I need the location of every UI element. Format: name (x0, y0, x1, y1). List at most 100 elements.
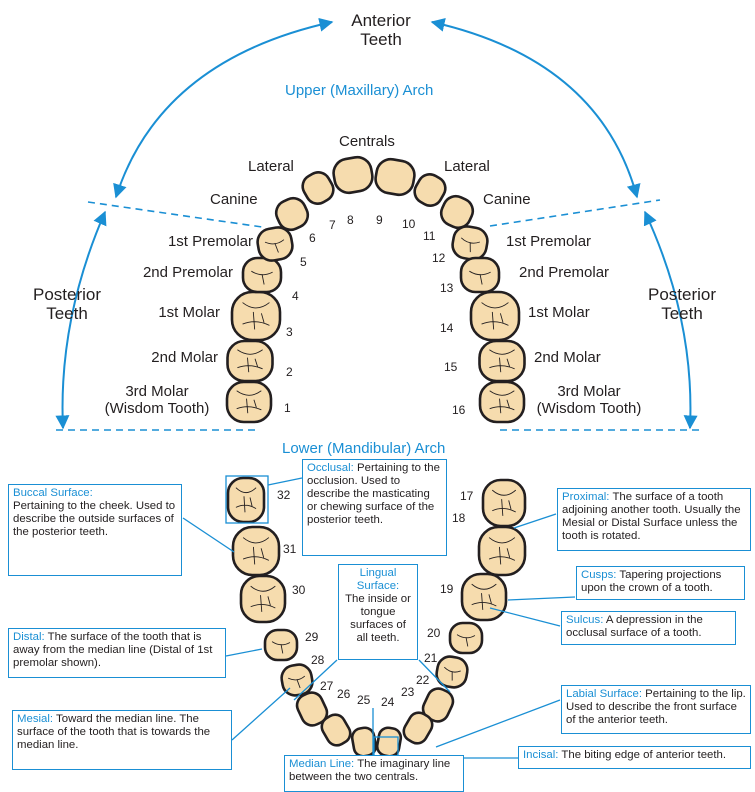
label-premolar2-left: 2nd Premolar (142, 264, 233, 281)
posterior-left-line2: Teeth (46, 304, 88, 323)
labial-text: Pertaining to the lip. Used to describe … (566, 688, 746, 726)
lower-tooth-21 (435, 655, 469, 689)
tooth-number-1: 1 (284, 401, 291, 415)
posterior-teeth-heading-left: Posterior Teeth (22, 285, 112, 323)
tooth-number-16: 16 (452, 403, 466, 417)
occlusal-text: Pertaining to the occlusion. Used to des… (307, 462, 440, 526)
lower-arch-teeth (226, 476, 527, 758)
tooth-number-25: 25 (357, 693, 371, 707)
upper-arch-teeth (225, 155, 526, 424)
posterior-teeth-heading-right: Posterior Teeth (637, 285, 727, 323)
label-premolar1-right: 1st Premolar (506, 233, 592, 250)
upper-tooth-10 (413, 173, 447, 207)
tooth-number-14: 14 (440, 321, 454, 335)
lower-tooth-29 (263, 628, 299, 662)
tooth-number-20: 20 (427, 626, 441, 640)
highlight-box-tooth-32 (225, 475, 269, 524)
anterior-posterior-divider-right (489, 199, 661, 227)
tooth-number-19: 19 (440, 582, 454, 596)
anterior-teeth-heading: Anterior Teeth (340, 11, 422, 49)
proximal-connector (513, 513, 557, 529)
posterior-arc-left (55, 210, 107, 430)
label-centrals: Centrals (339, 133, 395, 150)
proximal-text: The surface of a tooth adjoining another… (562, 491, 741, 542)
upper-tooth-11 (439, 194, 475, 230)
lingual-surface-box: Lingual Surface: The inside or tongue su… (338, 564, 418, 660)
distal-connector (225, 648, 263, 657)
tooth-number-11: 11 (423, 229, 436, 243)
tooth-number-10: 10 (402, 217, 416, 231)
incisal-box: Incisal: The biting edge of anterior tee… (518, 746, 751, 769)
upper-tooth-6 (274, 196, 310, 232)
upper-tooth-3 (230, 290, 282, 342)
distal-box: Distal: The surface of the tooth that is… (8, 628, 226, 678)
tooth-number-21: 21 (424, 651, 438, 665)
tooth-number-9: 9 (376, 213, 383, 227)
mesial-connector (231, 687, 291, 741)
lower-arch-title: Lower (Mandibular) Arch (282, 440, 446, 457)
label-lateral-left: Lateral (248, 158, 294, 175)
label-molar1-right: 1st Molar (528, 304, 590, 321)
distal-term: Distal: (13, 631, 45, 643)
upper-tooth-7 (301, 171, 335, 205)
sulcus-box: Sulcus: A depression in the occlusal sur… (561, 611, 736, 645)
mesial-text: Toward the median line. The surface of t… (17, 713, 211, 751)
anterior-posterior-divider-left (87, 201, 263, 228)
upper-tooth-4 (241, 256, 283, 294)
tooth-number-24: 24 (381, 695, 395, 709)
upper-tooth-1 (225, 380, 273, 424)
tooth-number-17: 17 (460, 489, 474, 503)
sulcus-term: Sulcus: (566, 614, 604, 626)
tooth-number-12: 12 (432, 251, 446, 265)
lingual-text: The inside or tongue surfaces of all tee… (345, 593, 411, 644)
tooth-number-2: 2 (286, 365, 293, 379)
lower-tooth-17 (481, 478, 527, 528)
incisal-text: The biting edge of anterior teeth. (558, 749, 727, 761)
posterior-right-line2: Teeth (661, 304, 703, 323)
tooth-number-15: 15 (444, 360, 458, 374)
cusps-box: Cusps: Tapering projections upon the cro… (576, 566, 745, 600)
lower-tooth-30 (239, 574, 287, 624)
lingual-connector-right (418, 659, 451, 693)
tooth-number-27: 27 (320, 679, 334, 693)
posterior-left-line1: Posterior (32, 285, 102, 304)
tooth-number-13: 13 (440, 281, 454, 295)
buccal-connector (182, 517, 235, 553)
label-canine-left: Canine (210, 191, 258, 208)
anterior-line2: Teeth (360, 30, 402, 49)
lower-tooth-23 (402, 711, 434, 745)
proximal-box: Proximal: The surface of a tooth adjoini… (557, 488, 751, 551)
tooth-number-18: 18 (452, 511, 466, 525)
cusps-connector (507, 596, 576, 601)
mesial-box: Mesial: Toward the median line. The surf… (12, 710, 232, 770)
anterior-arc-left (113, 17, 334, 199)
tooth-number-26: 26 (337, 687, 351, 701)
occlusal-box: Occlusal: Pertaining to the occlusion. U… (302, 459, 447, 556)
upper-tooth-15 (478, 339, 526, 383)
labial-term: Labial Surface: (566, 688, 642, 700)
occlusal-connector (267, 477, 303, 486)
posterior-arc-right (643, 210, 698, 430)
label-molar3-right: 3rd Molar (Wisdom Tooth) (524, 383, 654, 417)
mesial-term: Mesial: (17, 713, 54, 725)
label-molar1-left: 1st Molar (158, 304, 220, 321)
tooth-number-23: 23 (401, 685, 415, 699)
upper-tooth-16 (478, 380, 526, 424)
tooth-number-7: 7 (329, 218, 336, 232)
molar3-right-line1: 3rd Molar (557, 383, 621, 400)
tooth-number-5: 5 (300, 255, 307, 269)
sulcus-text: A depression in the occlusal surface of … (566, 614, 703, 639)
label-lateral-right: Lateral (444, 158, 490, 175)
labial-connector (435, 699, 561, 748)
upper-tooth-12 (451, 225, 489, 261)
distal-text: The surface of the tooth that is away fr… (13, 631, 213, 669)
tooth-number-32: 32 (277, 488, 291, 502)
lower-tooth-18 (477, 525, 527, 577)
posterior-right-line1: Posterior (647, 285, 717, 304)
incisal-term: Incisal: (523, 749, 559, 761)
label-molar2-left: 2nd Molar (151, 349, 218, 366)
molar3-left-line2: (Wisdom Tooth) (104, 400, 210, 417)
lower-tooth-32 (226, 476, 266, 524)
lingual-term: Lingual Surface: (356, 567, 400, 592)
tooth-number-31: 31 (283, 542, 297, 556)
